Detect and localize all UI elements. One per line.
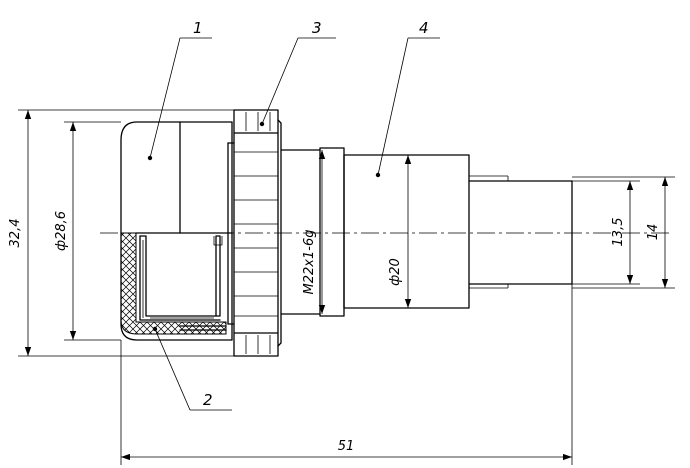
dim-neck-diameter: ф20 [388,258,403,286]
part-4-shank [280,147,573,317]
extension-lines [18,109,675,465]
part-label-2: 2 [203,391,213,409]
part-2-sleeve [120,232,227,335]
dim-thread: M22x1-6g [302,230,317,295]
dim-body-diameter: ф28,6 [54,211,69,251]
part-label-4: 4 [419,19,429,37]
dim-tail-outer: 14 [646,224,661,241]
dimension-lines [24,110,669,461]
part-3-nut [227,109,282,357]
part-label-1: 1 [193,19,203,37]
dim-tail-inner: 13,5 [611,218,626,247]
part-label-3: 3 [312,19,322,37]
dim-total-length: 51 [338,439,355,454]
dim-outer-diameter: 32,4 [8,219,23,248]
leader-lines [147,37,440,411]
